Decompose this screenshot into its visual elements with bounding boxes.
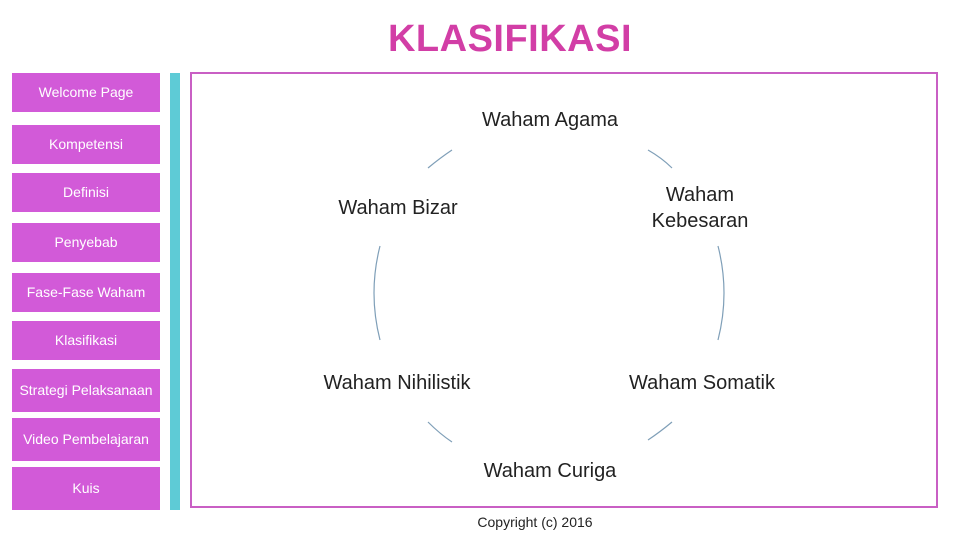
nav-item-label: Kuis [72,479,100,496]
cycle-node-waham-bizar: Waham Bizar [338,197,458,219]
nav-item-label: Fase-Fase Waham [26,283,146,300]
nav-item-video-pembelajaran[interactable]: Video Pembelajaran [12,417,160,461]
nav-item-strategi-pelaksanaan[interactable]: Strategi Pelaksanaan [12,368,160,412]
nav-item-klasifikasi[interactable]: Klasifikasi [12,320,160,360]
copyright-text: Copyright (c) 2016 [440,514,630,530]
nav-item-welcome-page[interactable]: Welcome Page [12,72,160,112]
accent-bar [170,73,180,510]
cycle-node-waham-agama: Waham Agama [482,109,618,131]
cycle-node-waham-curiga: Waham Curiga [462,458,638,484]
nav-item-label: Welcome Page [38,83,134,100]
nav-item-label: Penyebab [54,233,118,250]
cycle-node-waham-nihilistik: Waham Nihilistik [323,372,471,394]
cycle-node-waham-kebesaran: Waham Kebesaran [651,184,749,232]
nav-item-label: Klasifikasi [54,331,118,348]
sidebar-nav: Welcome Page Kompetensi Definisi Penyeba… [12,72,160,512]
nav-item-label: Kompetensi [49,135,123,152]
cycle-node-waham-somatik: Waham Somatik [629,372,775,394]
nav-item-label: Definisi [63,183,109,200]
nav-item-label: Strategi Pelaksanaan [19,381,153,398]
nav-item-label: Video Pembelajaran [23,430,149,447]
nav-item-kompetensi[interactable]: Kompetensi [12,124,160,164]
page-title: KLASIFIKASI [387,18,633,60]
content-frame [190,72,938,508]
nav-item-fase-fase-waham[interactable]: Fase-Fase Waham [12,272,160,312]
nav-item-penyebab[interactable]: Penyebab [12,222,160,262]
nav-item-kuis[interactable]: Kuis [12,466,160,510]
nav-item-definisi[interactable]: Definisi [12,172,160,212]
